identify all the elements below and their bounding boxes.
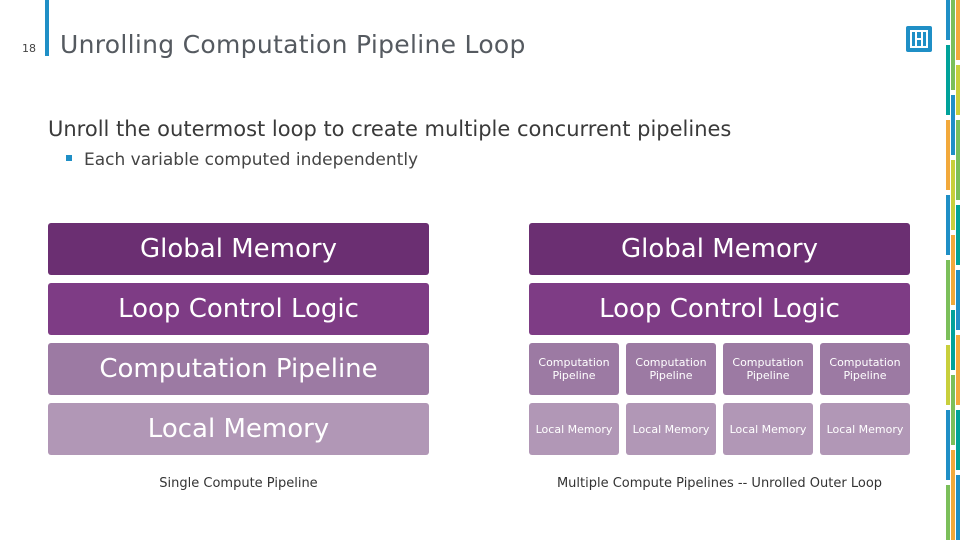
bullet-square-icon [66,155,72,161]
left-global-memory-block: Global Memory [48,223,429,275]
left-local-memory-block: Local Memory [48,403,429,455]
right-local-memory-block: Local Memory [820,403,910,455]
right-computation-pipeline-block: Computation Pipeline [723,343,813,395]
right-computation-pipeline-block: Computation Pipeline [820,343,910,395]
left-computation-pipeline-block: Computation Pipeline [48,343,429,395]
right-caption: Multiple Compute Pipelines -- Unrolled O… [556,476,883,491]
title-accent-bar [45,0,49,56]
bullet-item: Each variable computed independently [66,150,418,170]
right-local-memory-block: Local Memory [529,403,619,455]
left-loop-control-block: Loop Control Logic [48,283,429,335]
right-computation-pipeline-block: Computation Pipeline [529,343,619,395]
slide-title: Unrolling Computation Pipeline Loop [60,30,526,59]
right-global-memory-block: Global Memory [529,223,910,275]
edge-color-stripes [946,0,960,540]
bullet-text: Each variable computed independently [84,150,419,170]
right-local-memory-block: Local Memory [723,403,813,455]
right-computation-pipeline-block: Computation Pipeline [626,343,716,395]
slide-number: 18 [22,42,36,55]
left-caption: Single Compute Pipeline [159,476,318,491]
right-loop-control-block: Loop Control Logic [529,283,910,335]
logo-icon [906,26,932,52]
main-heading: Unroll the outermost loop to create mult… [48,117,732,141]
right-local-memory-block: Local Memory [626,403,716,455]
